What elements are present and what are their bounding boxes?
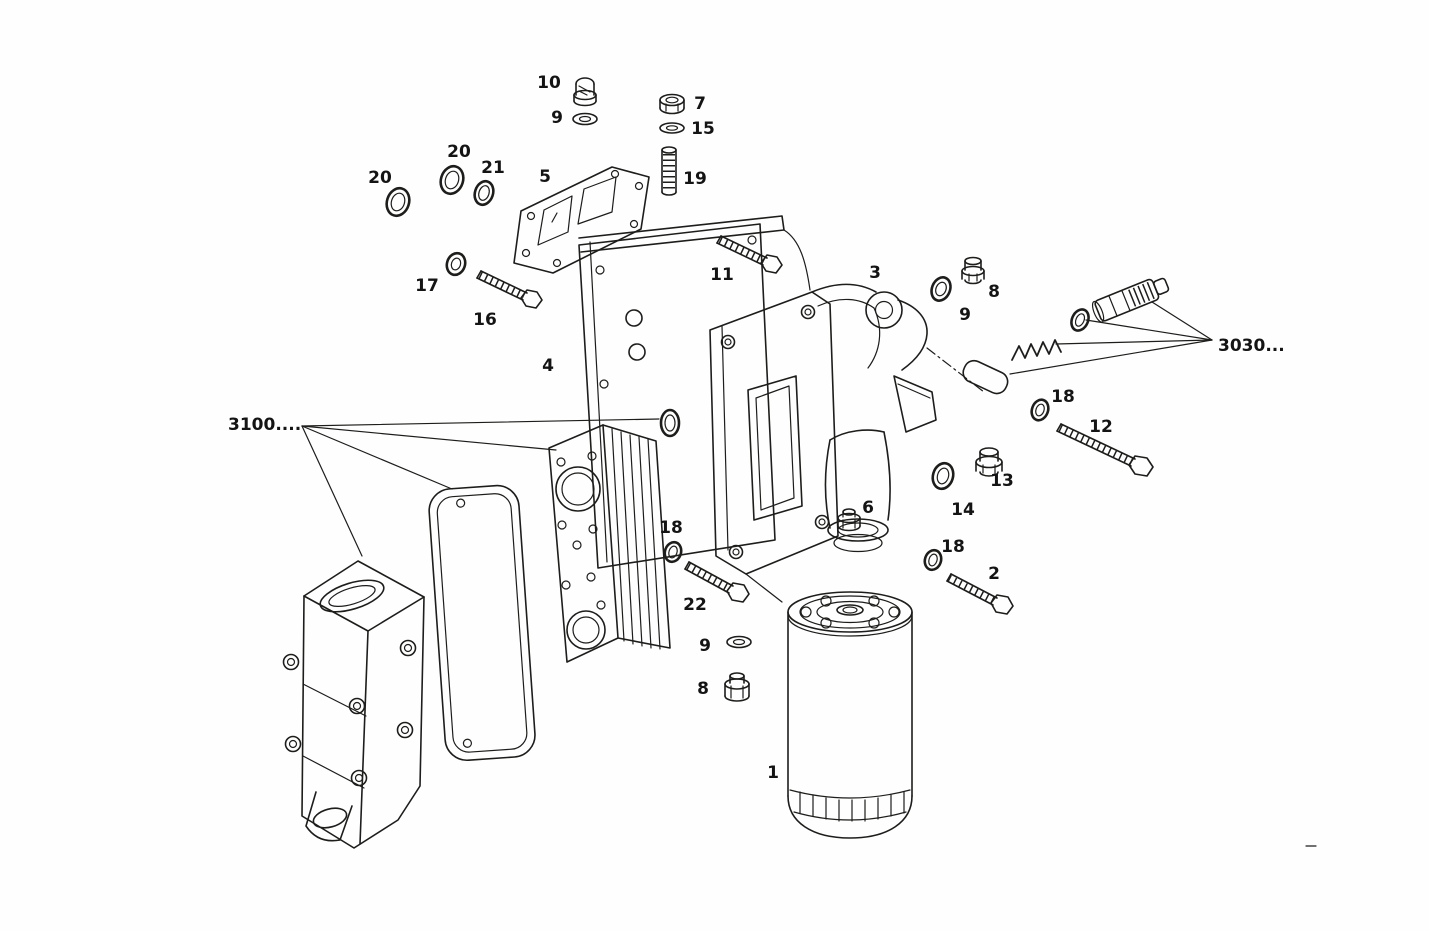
bolt-12 [1056, 423, 1154, 477]
callout-3: 3 [869, 263, 881, 283]
relief-valve-body [1091, 277, 1170, 323]
callout-18c: 18 [941, 537, 965, 557]
oring-20a [385, 186, 411, 218]
oil-filter-cartridge [787, 591, 913, 839]
callout-9b: 9 [959, 305, 971, 325]
callout-19: 19 [683, 169, 707, 189]
housing-gasket [428, 484, 536, 762]
washer-15 [659, 122, 685, 134]
callout-20b: 20 [447, 142, 471, 162]
washer-14 [931, 461, 955, 491]
callout-15: 15 [691, 119, 715, 139]
callout-18a: 18 [1051, 387, 1075, 407]
callout-22: 22 [683, 595, 707, 615]
plug-13 [975, 447, 1003, 477]
washer-9b [930, 276, 952, 302]
housing-cover [282, 560, 425, 849]
washer-17 [445, 251, 467, 277]
bolt-2 [946, 573, 1014, 615]
relief-valve-spring [1011, 339, 1062, 361]
washer-18c [923, 548, 943, 572]
callout-11: 11 [710, 265, 734, 285]
callout-2: 2 [988, 564, 1000, 584]
washer-9c [726, 635, 752, 649]
oil-cooler-core [548, 424, 671, 663]
ref-3100-label: 3100.... [228, 415, 301, 435]
washer-18b [663, 540, 683, 564]
ref-3030-label: 3030... [1218, 336, 1285, 356]
callout-12: 12 [1089, 417, 1113, 437]
callout-10: 10 [537, 73, 561, 93]
callout-14: 14 [951, 500, 975, 520]
relief-valve-piston [962, 359, 1009, 395]
washer-18a [1030, 398, 1050, 422]
plug-8b [724, 672, 750, 702]
callout-20a: 20 [368, 168, 392, 188]
callout-6: 6 [862, 498, 874, 518]
callout-9c: 9 [699, 636, 711, 656]
top-cover-plate [513, 166, 650, 274]
callout-7: 7 [694, 94, 706, 114]
filter-head-bracket [709, 283, 937, 603]
callout-18b: 18 [659, 518, 683, 538]
bolt-11 [716, 235, 783, 274]
mounting-plate [578, 215, 811, 569]
callout-8a: 8 [988, 282, 1000, 302]
relief-valve-washer [1070, 308, 1090, 332]
ref-3030-leader-lines [1009, 301, 1213, 375]
callout-16: 16 [473, 310, 497, 330]
plug-6 [837, 508, 861, 532]
callout-5: 5 [539, 167, 551, 187]
callout-8b: 8 [697, 679, 709, 699]
callout-17: 17 [415, 276, 439, 296]
oring-seal [659, 408, 681, 438]
oring-21 [473, 179, 495, 207]
callout-9a: 9 [551, 108, 563, 128]
nut-7 [659, 93, 685, 115]
plug-8a [961, 256, 985, 285]
washer-9a [572, 112, 598, 126]
callout-1: 1 [767, 763, 779, 783]
callout-21: 21 [481, 158, 505, 178]
callout-13: 13 [990, 471, 1014, 491]
callout-4: 4 [542, 356, 554, 376]
bolt-16 [476, 270, 543, 309]
oring-20b [439, 164, 465, 196]
plug-10 [573, 77, 597, 107]
bolt-22 [684, 561, 750, 603]
stud-19 [661, 146, 677, 196]
